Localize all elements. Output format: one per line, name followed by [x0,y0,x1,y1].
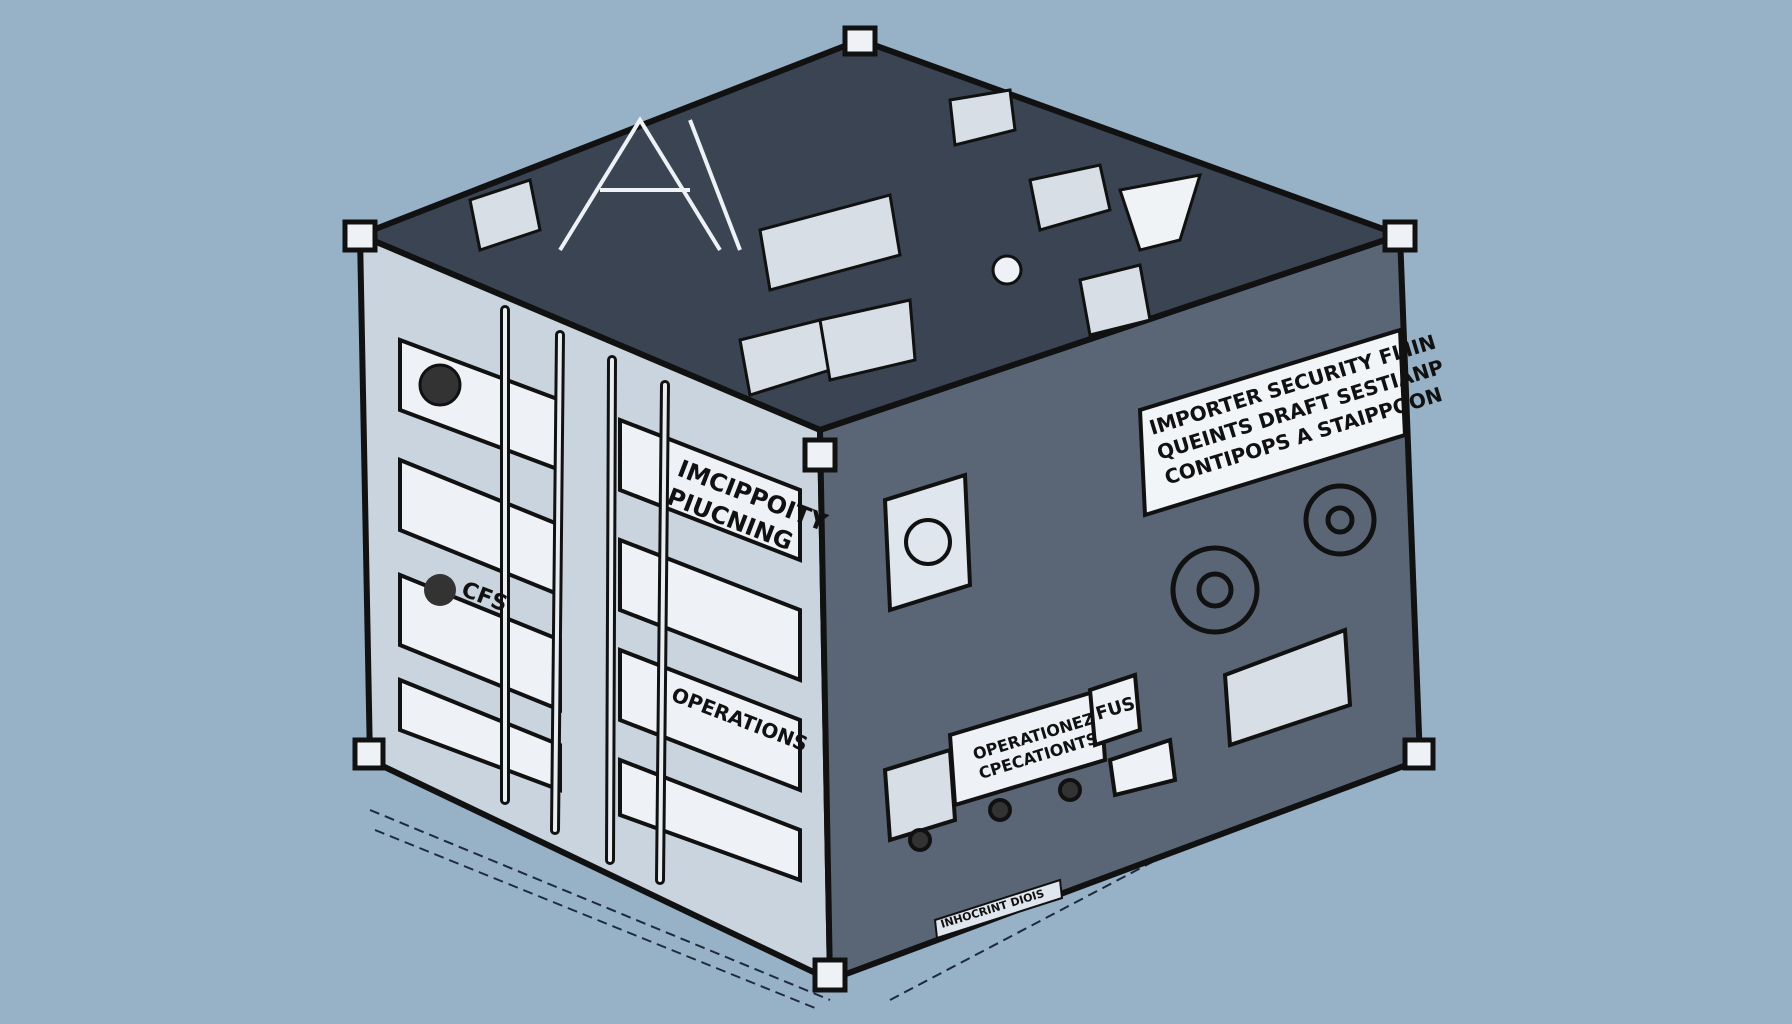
truck-illustration [882,627,1353,852]
side-gears-icon [1170,483,1377,635]
roof-cargo [468,88,1203,397]
gear-emblem-icon [424,574,456,606]
base-plate [933,878,1064,940]
side-sign-panel [1137,327,1408,518]
side-emblem-panel [882,472,973,613]
globe-emblem-icon [418,363,462,407]
roof-cranes [558,116,742,252]
roof-dial-icon [991,254,1023,286]
corner-castings [342,25,1436,993]
compass-emblem-icon [904,518,952,566]
